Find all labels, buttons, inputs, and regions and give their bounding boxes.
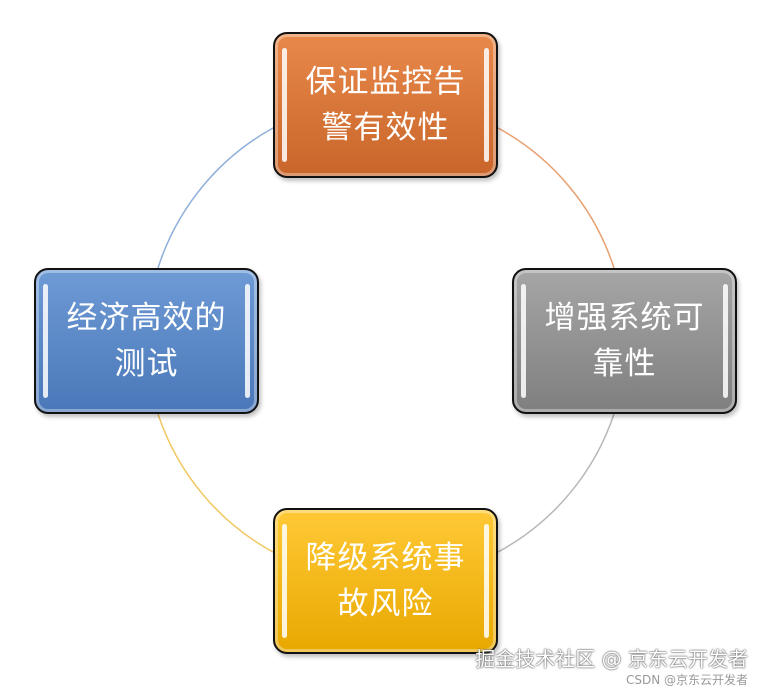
node-monitoring-alert-effectiveness: 保证监控告 警有效性 xyxy=(273,32,498,178)
arc-right-bottom xyxy=(497,413,615,553)
node-system-reliability: 增强系统可 靠性 xyxy=(512,268,737,414)
node-cost-effective-testing: 经济高效的 测试 xyxy=(34,268,259,414)
arc-bottom-left xyxy=(157,413,274,553)
watermark-juejin: 掘金技术社区 @ 京东云开发者 xyxy=(475,647,748,671)
node-label: 经济高效的 测试 xyxy=(66,300,227,382)
node-label: 降级系统事 故风险 xyxy=(305,540,466,622)
highlight-right xyxy=(245,284,250,398)
watermark-csdn: CSDN @京东云开发者 xyxy=(625,673,748,687)
arc-left-top xyxy=(157,127,274,269)
node-reduce-incident-risk: 降级系统事 故风险 xyxy=(273,508,498,654)
node-label: 保证监控告 警有效性 xyxy=(305,64,466,146)
highlight-right xyxy=(723,284,728,398)
arc-top-right xyxy=(497,127,615,269)
highlight-right xyxy=(484,48,489,162)
highlight-left xyxy=(282,524,287,638)
highlight-left xyxy=(282,48,287,162)
highlight-left xyxy=(43,284,48,398)
highlight-right xyxy=(484,524,489,638)
highlight-left xyxy=(521,284,526,398)
node-label: 增强系统可 靠性 xyxy=(544,300,705,382)
